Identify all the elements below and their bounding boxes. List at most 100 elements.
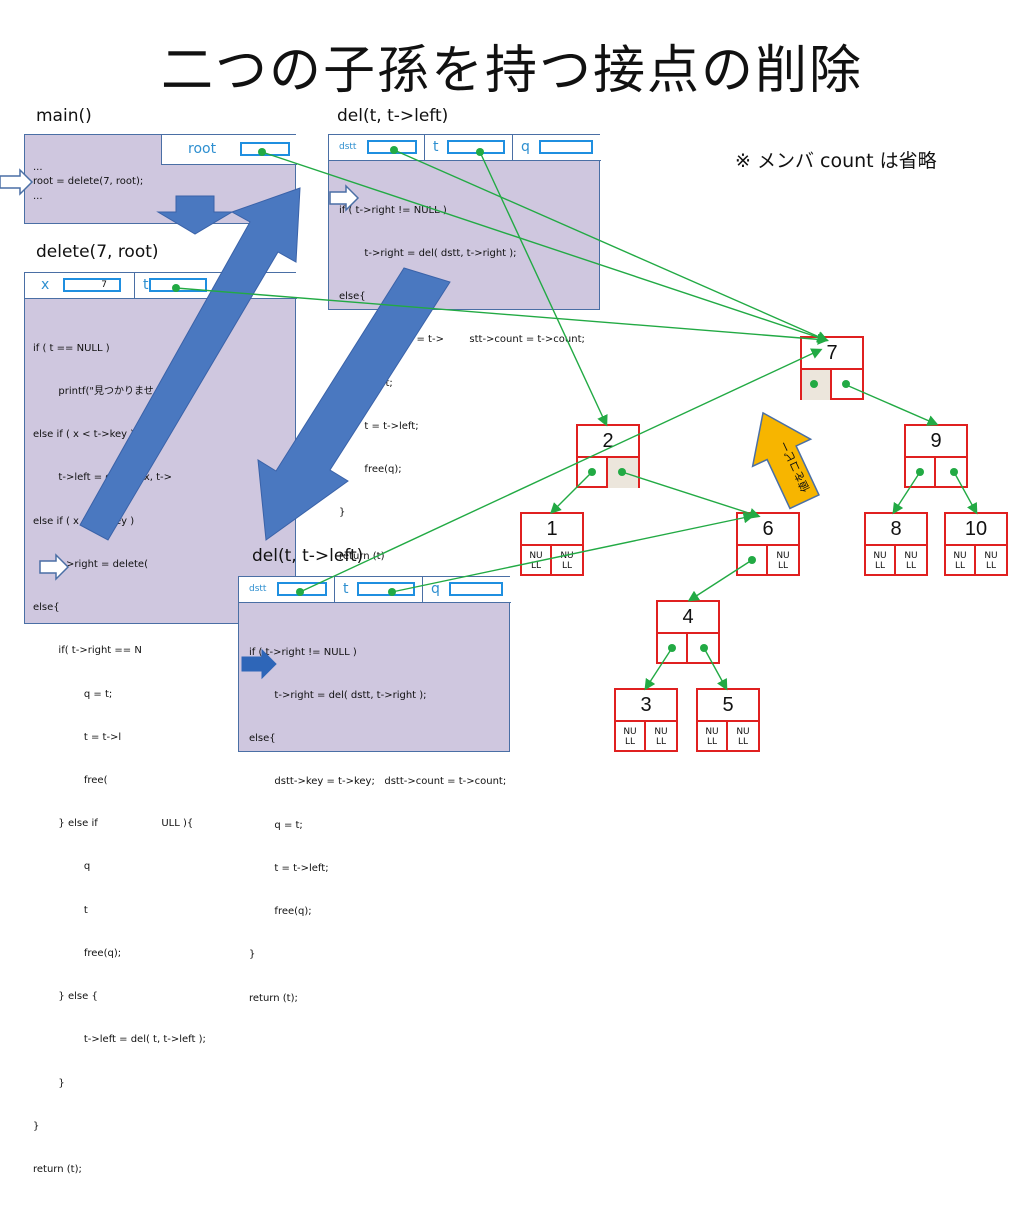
code-line: root = delete(7, root); [33,176,144,188]
pointer-del2-dstt-to-7 [299,348,823,593]
node-key: 9 [906,426,966,458]
code-line: if ( t == NULL ) [33,342,110,354]
pointer-dot [296,588,304,596]
x-label: x [25,273,135,299]
code-line: else{ [249,733,276,745]
pointer-dot [172,284,180,292]
q-label: q [431,581,440,597]
node-key: 6 [738,514,798,546]
t-label: t [425,135,513,161]
main-frame: root ... root = delete(7, root);... [24,134,297,224]
node-left-null: NU LL [522,546,552,576]
tree-node-3: 3 NU LL NU LL [614,688,678,752]
tree-node-2: 2 [576,424,640,488]
pointer-del1-dstt-to-7 [393,149,829,342]
main-frame-label: main() [36,106,92,126]
pointer-dot [668,644,676,652]
call-arrow-to-del2 [257,267,451,541]
code-line: printf("見つかりませんで [33,386,174,398]
node-key: 4 [658,602,718,634]
slide-title: 二つの子孫を持つ接点の削除 [160,41,863,101]
pointer-delete-t-to-7 [175,287,829,345]
copy-value-arrow: 値をコピー [751,411,820,510]
code-line: free(q); [339,464,402,476]
edge-6-to-4 [687,559,753,602]
dstt-label: dstt [329,135,425,161]
code-line: else{ [339,291,366,303]
edge-4-to-5 [703,647,728,691]
q-pointer-box [449,582,503,596]
current-line-marker [39,553,70,581]
tree-node-7: 7 [800,336,864,400]
node-right-null: NU LL [736,727,750,747]
code-line: q = t; [33,688,113,700]
edge-9-to-10 [953,471,978,515]
node-left-ptr [906,458,936,488]
node-right-null: NU LL [904,551,918,571]
code-line: } [249,949,256,961]
node-left-ptr [578,458,608,488]
node-right-null: NU LL [560,551,574,571]
pointer-dot [748,556,756,564]
code-line: ... [33,162,43,173]
pointer-dot [388,588,396,596]
del2-frame: dstt t q if ( t->right != NULL ) t->righ… [238,576,511,1004]
q-label: q [521,139,530,155]
del2-frame-head: dstt t q [239,577,511,603]
node-right-null: NU LL [776,551,790,571]
code-line: free(q); [249,906,312,918]
note-count-omitted: ※ メンバ count は省略 [735,150,937,172]
tree-node-8: 8 NU LL NU LL [864,512,928,576]
node-key: 3 [616,690,676,722]
code-line: ... [33,190,43,202]
node-left-null: NU LL [616,722,646,752]
pointer-root-to-7 [261,151,829,343]
code-line: t->left = del( t, t->left ); [33,1034,206,1046]
root-pointer-box [240,142,290,156]
node-left-null: NU LL [866,546,896,576]
t-pointer-box [357,582,415,596]
delete-frame-label: delete(7, root) [36,242,159,262]
code-line: dstt->key = t->key; dstt->count = t->cou… [249,776,507,788]
node-left-null: NU LL [698,722,728,752]
current-line-marker [241,648,277,680]
pointer-dot [842,380,850,388]
del1-frame-head: dstt t q [329,135,601,161]
node-key: 5 [698,690,758,722]
code-line: t = t->left; [339,420,419,432]
current-line-marker [0,168,34,196]
code-line: q [33,861,91,873]
code-line: return (t); [249,992,298,1004]
code-line: } [33,1077,65,1089]
edge-7-to-9 [843,383,939,426]
tree-node-5: 5 NU LL NU LL [696,688,760,752]
edge-4-to-3 [644,647,673,691]
code-line: } [33,1120,40,1132]
edge-2-to-6 [621,471,761,519]
root-label: root [188,141,217,157]
call-down-arrow [156,195,234,235]
code-line: free(q); [33,947,122,959]
code-line: t->right = del( dstt, t->right ); [339,248,517,260]
edge-9-to-8 [892,471,921,515]
code-line: } [339,507,346,519]
q-pointer-box [539,140,593,154]
code-line: t->right = del( dstt, t->right ); [249,690,427,702]
code-line: } else { [33,991,98,1003]
pointer-dot [390,146,398,154]
node-key: 2 [578,426,638,458]
pointer-dot [950,468,958,476]
call-arrow-to-del1 [79,187,301,541]
del1-frame-label: del(t, t->left) [337,106,449,126]
pointer-del1-t-to-2 [479,151,608,427]
t-label: t [335,577,423,603]
node-right-null: NU LL [654,727,668,747]
code-line: t [33,904,88,916]
node-left-ptr [738,546,768,576]
edge-2-to-1 [550,471,593,514]
pointer-dot [618,468,626,476]
tree-node-4: 4 [656,600,720,664]
code-line: else{ [33,602,60,614]
code-line: t = t->left; [249,862,329,874]
pointer-dot [810,380,818,388]
